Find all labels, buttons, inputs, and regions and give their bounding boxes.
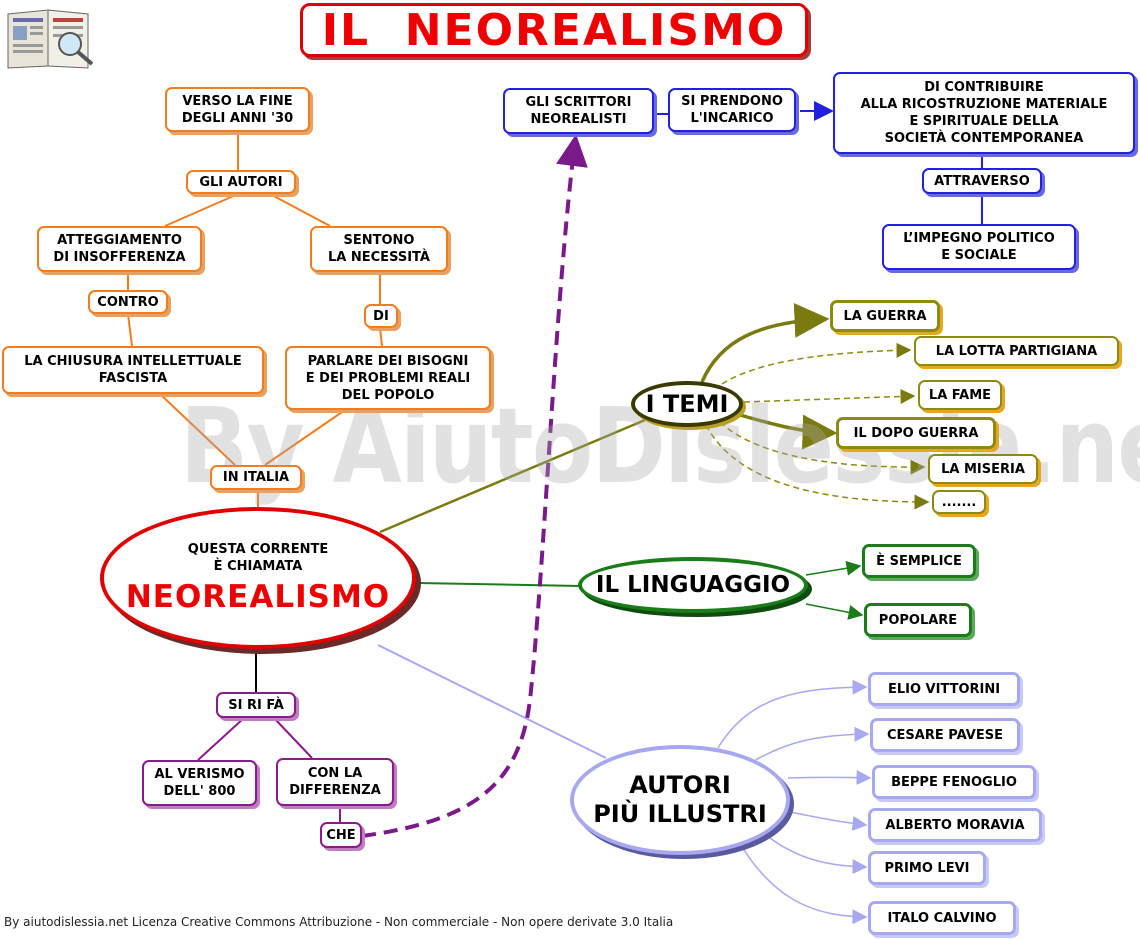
verismo-node: AL VERISMO DELL' 800: [142, 760, 257, 806]
need-node: SENTONO LA NECESSITÀ: [310, 226, 448, 272]
author-item: CESARE PAVESE: [870, 718, 1020, 752]
theme-item: LA FAME: [918, 380, 1002, 410]
language-item: È SEMPLICE: [862, 544, 976, 578]
page-title: IL NEOREALISMO: [300, 3, 808, 57]
against-node: CONTRO: [88, 290, 168, 314]
refers-node: SI RI FÀ: [216, 692, 296, 718]
book-magnifier-icon: [4, 4, 98, 72]
writers-node: GLI SCRITTORI NEOREALISTI: [503, 88, 654, 134]
language-node: IL LINGUAGGIO: [578, 557, 808, 613]
theme-item: .......: [932, 490, 986, 514]
central-subtitle: QUESTA CORRENTE È CHIAMATA: [187, 542, 329, 574]
of-node: DI: [364, 304, 398, 328]
in-italy-node: IN ITALIA: [210, 465, 302, 490]
contribute-node: DI CONTRIBUIRE ALLA RICOSTRUZIONE MATERI…: [833, 72, 1135, 154]
author-item: PRIMO LEVI: [868, 851, 986, 885]
difference-node: CON LA DIFFERENZA: [276, 758, 394, 806]
license-footer: By aiutodislessia.net Licenza Creative C…: [4, 915, 674, 929]
language-item: POPOLARE: [864, 603, 972, 637]
author-item: ITALO CALVINO: [868, 901, 1016, 935]
attitude-node: ATTEGGIAMENTO DI INSOFFERENZA: [37, 226, 202, 272]
theme-item: LA LOTTA PARTIGIANA: [914, 336, 1119, 366]
that-node: CHE: [320, 822, 362, 848]
through-node: ATTRAVERSO: [922, 168, 1042, 194]
commitment-node: L’IMPEGNO POLITICO E SOCIALE: [882, 224, 1076, 270]
author-item: ALBERTO MORAVIA: [868, 808, 1042, 842]
period-node: VERSO LA FINE DEGLI ANNI '30: [165, 87, 310, 132]
theme-item: IL DOPO GUERRA: [836, 417, 996, 449]
central-node: QUESTA CORRENTE È CHIAMATA NEOREALISMO: [100, 507, 416, 649]
authors-node: GLI AUTORI: [186, 170, 296, 194]
author-item: ELIO VITTORINI: [868, 672, 1020, 706]
task-node: SI PRENDONO L'INCARICO: [668, 88, 796, 132]
themes-node: I TEMI: [631, 381, 743, 427]
closure-node: LA CHIUSURA INTELLETTUALE FASCISTA: [2, 346, 264, 394]
theme-item: LA GUERRA: [830, 300, 940, 332]
famous-authors-node: AUTORI PIÙ ILLUSTRI: [570, 745, 790, 855]
talk-node: PARLARE DEI BISOGNI E DEI PROBLEMI REALI…: [285, 346, 491, 410]
central-name: NEOREALISMO: [125, 579, 391, 615]
theme-item: LA MISERIA: [928, 454, 1038, 484]
author-item: BEPPE FENOGLIO: [872, 765, 1036, 799]
